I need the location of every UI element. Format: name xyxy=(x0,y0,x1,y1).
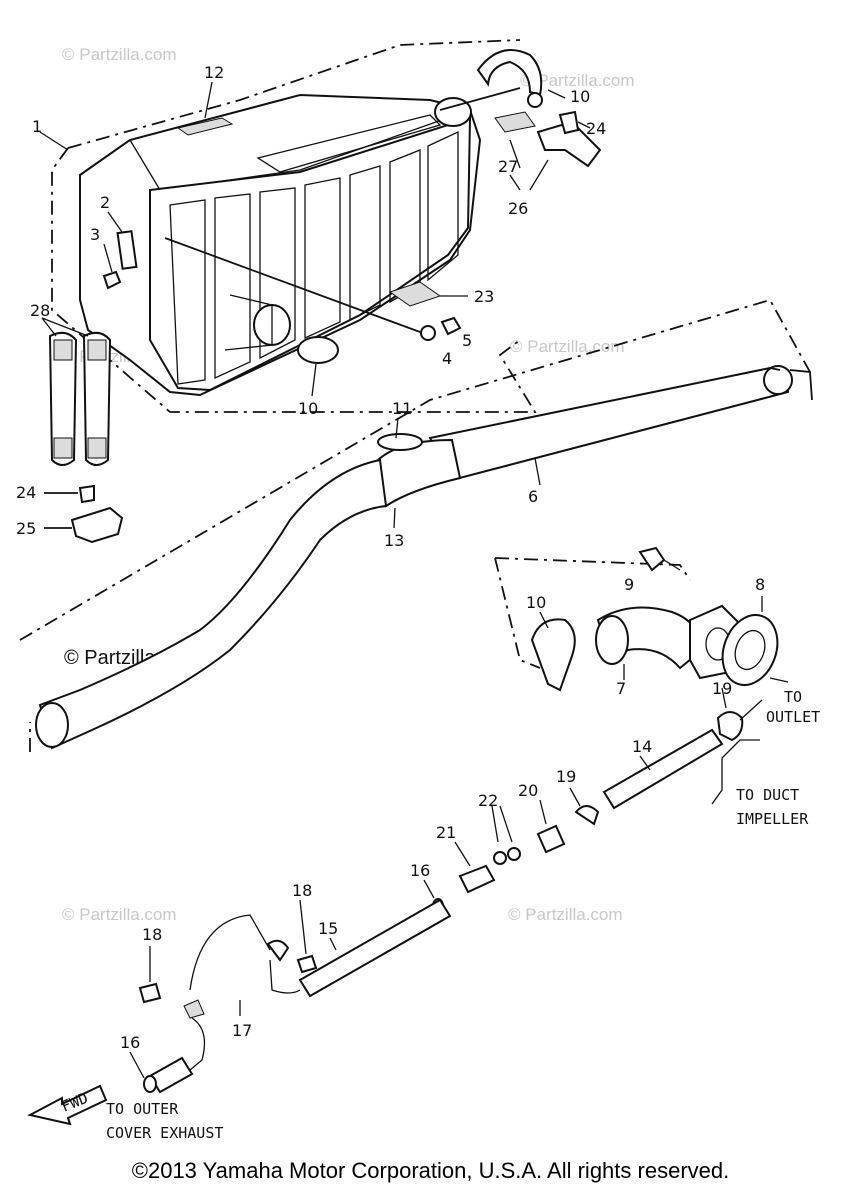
callout-6: 6 xyxy=(528,487,538,506)
part-11-clamp xyxy=(377,433,423,451)
watermark: © Partzilla.com xyxy=(62,45,177,64)
callout-23: 23 xyxy=(474,287,494,306)
part-4-washer xyxy=(420,325,436,341)
callout-12: 12 xyxy=(204,63,224,82)
part-24-bolt xyxy=(78,484,95,504)
callout-27: 27 xyxy=(498,157,518,176)
callout-22: 22 xyxy=(478,791,498,810)
note-outer-line1: TO OUTER xyxy=(106,1100,179,1118)
part-3-screw xyxy=(102,270,122,290)
note-to-outlet-line1: TO xyxy=(784,688,802,706)
callout-18: 18 xyxy=(292,881,312,900)
callout-3: 3 xyxy=(90,225,100,244)
callout-10: 10 xyxy=(526,593,546,612)
part-28-shields xyxy=(41,317,112,466)
callout-16: 16 xyxy=(410,861,430,880)
callout-13: 13 xyxy=(384,531,404,550)
callout-16: 16 xyxy=(120,1033,140,1052)
callout-19: 19 xyxy=(556,767,576,786)
callout-4: 4 xyxy=(442,349,452,368)
part-25-bracket xyxy=(70,506,124,544)
note-outer-line2: COVER EXHAUST xyxy=(106,1124,223,1142)
elbow-assembly xyxy=(494,546,789,692)
callout-20: 20 xyxy=(518,781,538,800)
callout-2: 2 xyxy=(100,193,110,212)
callout-9: 9 xyxy=(624,575,634,594)
fwd-arrow-icon: FWD xyxy=(27,1084,108,1126)
callout-10: 10 xyxy=(570,87,590,106)
lower-hardware xyxy=(129,899,318,1094)
note-to-duct-line1: TO DUCT xyxy=(736,786,799,804)
muffler-box xyxy=(39,39,537,413)
note-to-outlet-line2: OUTLET xyxy=(766,708,820,726)
note-to-duct-line2: IMPELLER xyxy=(736,810,809,828)
callout-8: 8 xyxy=(755,575,765,594)
callout-17: 17 xyxy=(232,1021,252,1040)
watermark: © Partzilla.com xyxy=(62,905,177,924)
callout-24: 24 xyxy=(586,119,606,138)
callout-24: 24 xyxy=(16,483,36,502)
part-10-clamp xyxy=(297,336,339,364)
callout-26: 26 xyxy=(508,199,528,218)
callout-28: 28 xyxy=(30,301,50,320)
callout-10: 10 xyxy=(298,399,318,418)
callout-18: 18 xyxy=(142,925,162,944)
part-5-nut xyxy=(440,316,462,336)
part-12-plate xyxy=(176,117,234,136)
callout-1: 1 xyxy=(32,117,42,136)
part-19-clamp xyxy=(716,711,744,742)
copyright-notice: ©2013 Yamaha Motor Corporation, U.S.A. A… xyxy=(131,1158,730,1183)
callout-5: 5 xyxy=(462,331,472,350)
fittings xyxy=(423,787,600,914)
watermark: © Partzilla.com xyxy=(520,71,635,90)
part-14-hose xyxy=(602,728,724,810)
callout-14: 14 xyxy=(632,737,652,756)
watermark: © Partzilla.com xyxy=(510,337,625,356)
upper-right-hardware xyxy=(476,49,602,191)
part-15-hose xyxy=(298,898,452,998)
callout-11: 11 xyxy=(392,399,412,418)
watermark: © Partzilla.com xyxy=(508,905,623,924)
callout-15: 15 xyxy=(318,919,338,938)
callout-25: 25 xyxy=(16,519,36,538)
part-2-bracket xyxy=(116,230,138,270)
callout-7: 7 xyxy=(616,679,626,698)
exhaust-pipe xyxy=(38,458,388,750)
callout-numbers: 1 2 4 5 3 6 7 8 9 10 10 10 11 12 13 14 1… xyxy=(16,63,765,1052)
part-6-hose xyxy=(428,365,813,482)
callout-21: 21 xyxy=(436,823,456,842)
exhaust-parts-diagram: © Partzilla.com © Partzilla.com © Partzi… xyxy=(16,39,820,1142)
callout-19: 19 xyxy=(712,679,732,698)
